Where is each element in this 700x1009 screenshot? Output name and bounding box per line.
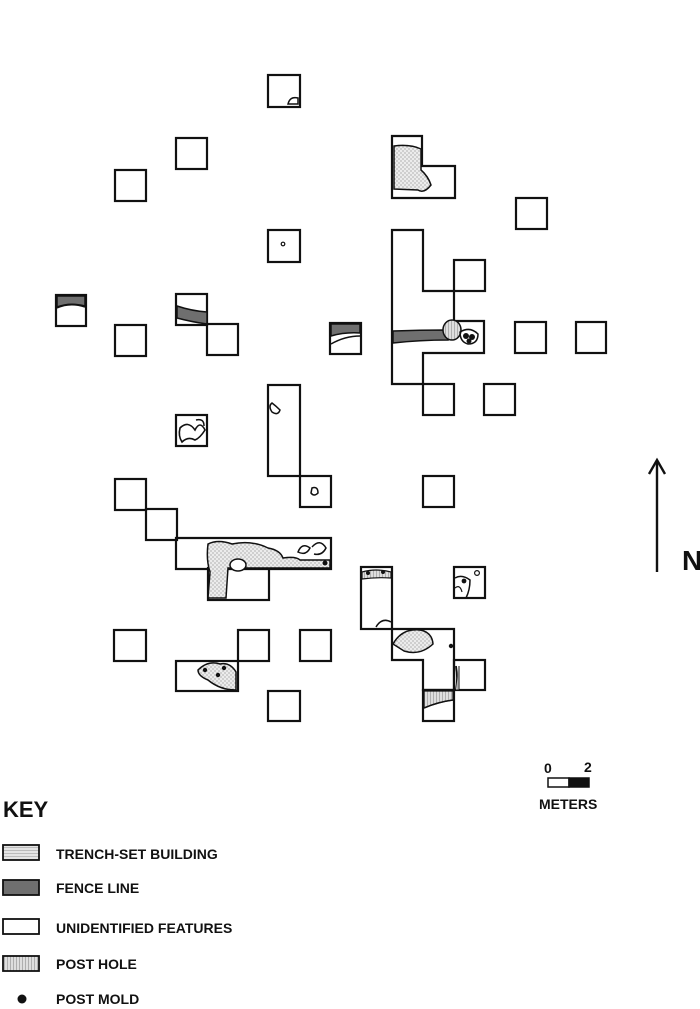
post-mold-swatch bbox=[17, 994, 27, 1004]
unit bbox=[236, 628, 271, 663]
unit bbox=[390, 134, 457, 200]
fence-segment bbox=[330, 323, 361, 337]
trench-set-building bbox=[391, 629, 434, 654]
post-hole-swatch bbox=[2, 955, 40, 972]
unit bbox=[452, 565, 487, 600]
unidentified-features-swatch bbox=[2, 918, 40, 935]
unit bbox=[266, 383, 302, 478]
trench-set-building bbox=[206, 540, 331, 599]
unit bbox=[574, 320, 608, 355]
key-label-fence: FENCE LINE bbox=[56, 880, 139, 896]
north-arrow-head bbox=[647, 457, 667, 475]
unit bbox=[174, 413, 209, 448]
trench-set-building-swatch bbox=[2, 844, 40, 861]
unit bbox=[266, 689, 302, 723]
key-label-postmold: POST MOLD bbox=[56, 991, 139, 1007]
unit bbox=[390, 627, 456, 692]
key-legend: KEY TRENCH-SET BUILDING FENCE LINE UNIDE… bbox=[2, 797, 232, 1007]
unit bbox=[54, 293, 88, 328]
scale-bar-black bbox=[568, 777, 590, 788]
unit bbox=[113, 323, 148, 358]
unit bbox=[205, 322, 240, 357]
unit bbox=[482, 382, 517, 417]
unit bbox=[174, 536, 333, 571]
fence-line-swatch bbox=[2, 879, 40, 896]
fence-segment bbox=[176, 304, 208, 325]
unit bbox=[421, 382, 456, 417]
unit bbox=[298, 474, 333, 509]
unit bbox=[359, 565, 394, 631]
north-arrow: N bbox=[647, 457, 700, 576]
key-title: KEY bbox=[3, 797, 49, 822]
unit bbox=[390, 228, 486, 386]
post-hole bbox=[442, 319, 462, 341]
scale-min-label: 0 bbox=[544, 760, 552, 776]
scale-bar: 0 2 METERS bbox=[539, 759, 597, 812]
key-label-trench: TRENCH-SET BUILDING bbox=[56, 846, 218, 862]
unit bbox=[144, 507, 179, 542]
unit bbox=[266, 228, 302, 264]
unit bbox=[113, 168, 148, 203]
unit bbox=[174, 292, 209, 327]
trench-set-building bbox=[393, 144, 432, 192]
north-label: N bbox=[682, 545, 700, 576]
unit bbox=[513, 320, 548, 355]
key-label-posthole: POST HOLE bbox=[56, 956, 137, 972]
unit bbox=[112, 628, 148, 663]
unit bbox=[514, 196, 549, 231]
unit bbox=[298, 628, 333, 663]
scale-max-label: 2 bbox=[584, 759, 592, 775]
scale-bar-white bbox=[547, 777, 570, 788]
unit bbox=[174, 136, 209, 171]
unit bbox=[174, 659, 240, 693]
features bbox=[56, 96, 481, 709]
unit bbox=[113, 477, 148, 512]
key-label-unidentified: UNIDENTIFIED FEATURES bbox=[56, 920, 232, 936]
unit bbox=[452, 258, 487, 293]
excavation-units bbox=[54, 73, 608, 723]
unit bbox=[328, 321, 363, 356]
fence-segment bbox=[392, 329, 449, 344]
unit bbox=[421, 474, 456, 509]
unit bbox=[266, 73, 302, 109]
scale-unit-label: METERS bbox=[539, 796, 597, 812]
